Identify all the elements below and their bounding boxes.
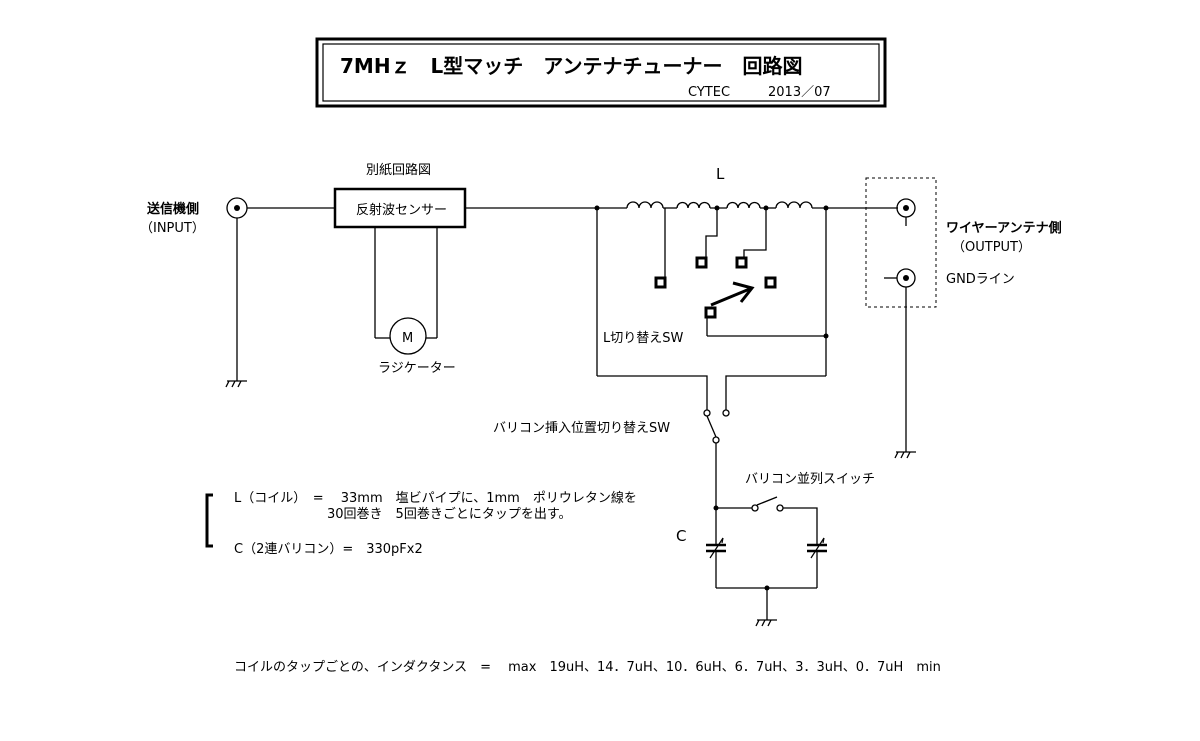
capacitor-C-label: C bbox=[676, 527, 686, 545]
coil-note-line2: 30回巻き 5回巻きごとにタップを出す。 bbox=[327, 506, 572, 522]
meter-symbol: M bbox=[402, 331, 413, 346]
parallel-switch-blade bbox=[756, 496, 778, 506]
cap-ground-symbol bbox=[755, 619, 777, 627]
tap-contact-1 bbox=[654, 276, 667, 289]
position-switch-pivot bbox=[712, 436, 720, 444]
output-label: （OUTPUT） bbox=[952, 240, 1031, 255]
right-rail-to-switch bbox=[725, 375, 826, 410]
l-switch-label: L切り替えSW bbox=[603, 331, 683, 346]
parallel-switch-contact-a bbox=[751, 504, 759, 512]
varicon-position-switch-label: バリコン挿入位置切り替えSW bbox=[493, 421, 670, 436]
title-company: CYTEC bbox=[688, 85, 730, 100]
gnd-line-label: GNDライン bbox=[946, 272, 1015, 287]
radiator-label: ラジケーター bbox=[378, 361, 456, 376]
switch-common-contact bbox=[704, 306, 717, 319]
title-date: 2013／07 bbox=[768, 85, 831, 100]
position-switch-contact-b bbox=[722, 409, 730, 417]
output-dashed-box bbox=[865, 177, 937, 308]
output-connector-pin bbox=[903, 205, 909, 211]
title-box-outer bbox=[315, 37, 887, 108]
parallel-switch-contact-b bbox=[776, 504, 784, 512]
variable-capacitor-1 bbox=[706, 508, 726, 588]
inductance-note: コイルのタップごとの、インダクタンス = max 19uH、14．7uH、10．… bbox=[234, 659, 941, 675]
tap-contact-3 bbox=[735, 256, 748, 269]
separate-circuit-label: 別紙回路図 bbox=[366, 162, 431, 178]
tap-contact-4 bbox=[764, 276, 777, 289]
input-label: （INPUT） bbox=[140, 221, 205, 236]
position-switch-blade bbox=[706, 415, 717, 438]
gnd-connector-pin bbox=[903, 275, 909, 281]
meter-circle bbox=[389, 317, 427, 355]
coil-L-label: L bbox=[716, 165, 725, 183]
reflected-sensor-label: 反射波センサー bbox=[356, 202, 447, 218]
tap-wire-3 bbox=[743, 208, 767, 258]
output-ground-symbol bbox=[894, 451, 916, 459]
input-ground-symbol bbox=[225, 380, 247, 388]
variable-capacitor-2 bbox=[807, 537, 827, 588]
title-text: 7MHｚ L型マッチ アンテナチューナー 回路図 bbox=[340, 54, 803, 78]
capacitor-note: C（2連バリコン）= 330pFx2 bbox=[234, 542, 423, 557]
left-rail-to-switch bbox=[597, 375, 708, 410]
coil-inductor bbox=[626, 201, 813, 209]
l-switch-arrow bbox=[710, 281, 755, 307]
reflected-sensor-box bbox=[333, 187, 467, 229]
varicon-parallel-switch-label: バリコン並列スイッチ bbox=[745, 472, 875, 487]
wire-antenna-side-label: ワイヤーアンテナ側 bbox=[946, 220, 1062, 236]
tap-wire-2 bbox=[705, 208, 718, 258]
transmitter-side-label: 送信機側 bbox=[146, 201, 199, 217]
coil-note-line1: L（コイル） = 33mm 塩ビパイプに、1mm ポリウレタン線を bbox=[234, 490, 637, 506]
tap-contact-2 bbox=[695, 256, 708, 269]
input-connector-pin bbox=[234, 205, 240, 211]
notes-bracket bbox=[205, 493, 213, 548]
position-switch-contact-a bbox=[703, 409, 711, 417]
title-box-inner bbox=[322, 43, 880, 102]
parallel-switch-wire-right bbox=[783, 507, 818, 545]
